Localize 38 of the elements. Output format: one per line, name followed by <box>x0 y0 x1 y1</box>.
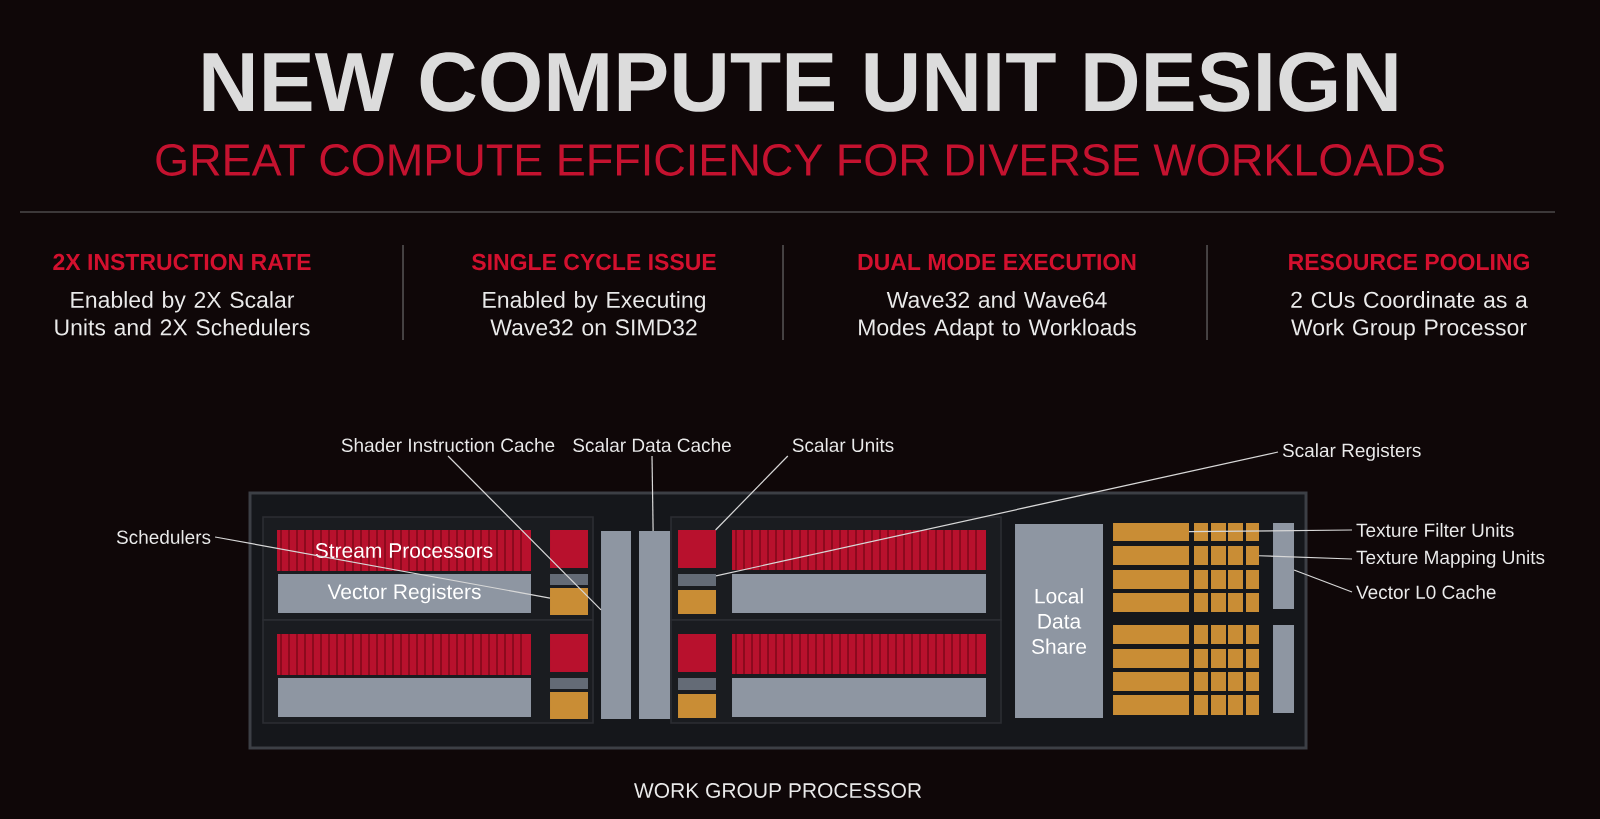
scalar-unit-block <box>678 530 716 568</box>
callout-label: Texture Mapping Units <box>1356 550 1545 568</box>
callout-label: Texture Filter Units <box>1356 523 1514 537</box>
stream-processor-bar: Stream Processors <box>277 529 531 572</box>
vector-register-bar: Vector Registers <box>278 574 531 613</box>
feature-heading: DUAL MODE EXECUTION <box>858 253 1136 271</box>
subtitle: GREAT COMPUTE EFFICIENCY FOR DIVERSE WORKLOADS <box>156 144 1444 176</box>
leader-line <box>447 455 602 611</box>
callout-label: Scalar Registers <box>1282 443 1421 461</box>
callout-label: Scalar Data Cache <box>573 438 731 452</box>
leader-line <box>214 536 551 599</box>
cache-column <box>639 531 670 719</box>
title: NEW COMPUTE UNIT DESIGN <box>203 52 1397 112</box>
mapping-unit-block <box>1246 546 1259 565</box>
callout-label: Schedulers <box>116 530 211 544</box>
leader-line <box>1258 555 1353 560</box>
leader-line <box>1293 569 1353 593</box>
leader-line <box>715 451 1279 577</box>
feature-heading: 2X INSTRUCTION RATE <box>53 253 311 271</box>
filter-unit-bar <box>1113 523 1189 541</box>
leader-line <box>1188 529 1353 533</box>
feature-description: Enabled by 2X Scalar Units and 2X Schedulers <box>55 291 310 336</box>
leader-line <box>714 455 789 531</box>
feature-description: Wave32 and Wave64 Modes Adapt to Workloads <box>859 291 1136 341</box>
feature-heading: RESOURCE POOLING <box>1289 253 1529 271</box>
register-bar <box>678 574 716 586</box>
feature-heading: SINGLE CYCLE ISSUE <box>472 253 716 271</box>
leader-line <box>651 455 654 532</box>
callout-label: Vector L0 Cache <box>1356 585 1496 599</box>
callout-label: Shader Instruction Cache <box>341 438 555 452</box>
cache-column <box>601 531 631 719</box>
feature-description: 2 CUs Coordinate as a Work Group Processor <box>1291 291 1528 341</box>
feature-description: Enabled by Executing Wave32 on SIMD32 <box>483 291 705 336</box>
scheduler-block <box>550 588 588 615</box>
local-data-share-block: Local Data Share <box>1015 524 1103 718</box>
node-label: WORK GROUP PROCESSOR <box>634 783 922 798</box>
cache-bar <box>1273 523 1294 609</box>
callout-label: Scalar Units <box>792 438 894 452</box>
